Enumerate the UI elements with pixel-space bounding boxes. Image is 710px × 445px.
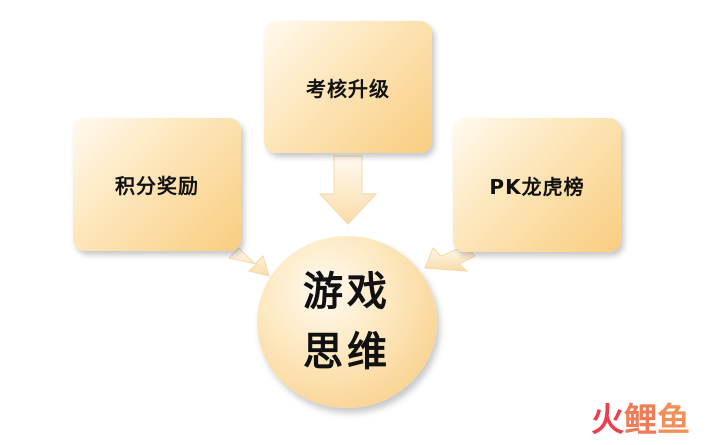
watermark-char: 鲤 [624, 400, 657, 439]
arrow-left-to-center [227, 247, 270, 277]
arrow-top-to-center [318, 155, 378, 225]
box-label: PK龙虎榜 [489, 174, 585, 199]
box-pk-leaderboard: PK龙虎榜 [453, 118, 621, 252]
box-points-reward: 积分奖励 [73, 118, 241, 251]
box-assessment-upgrade: 考核升级 [264, 21, 432, 153]
arrow-right-to-center [424, 245, 476, 272]
watermark-char: 火 [591, 400, 624, 439]
box-label: 考核升级 [306, 76, 390, 101]
box-label: 积分奖励 [115, 174, 199, 198]
watermark-logo: 火 鲤 鱼 [591, 393, 690, 441]
watermark-char: 鱼 [657, 400, 690, 439]
center-label-line1: 游戏 [303, 269, 391, 315]
center-label-line2: 思维 [303, 329, 391, 375]
center-circle-game-thinking: 游戏 思维 [257, 236, 437, 408]
